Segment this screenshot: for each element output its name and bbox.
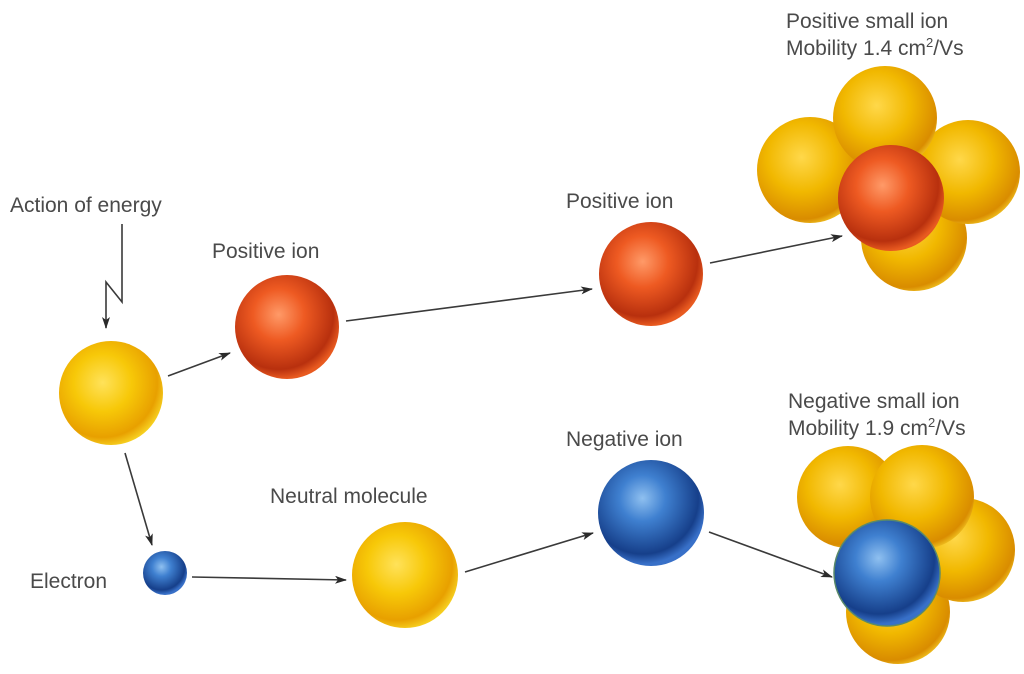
action-of-energy-label: Action of energy [10,194,162,217]
arrow-neutral-to-electron [124,452,153,546]
negative-ion [598,460,704,566]
neutral-molecule-label: Neutral molecule [270,485,428,508]
arrow-negative-ion-to-small-ion [708,531,833,578]
negative-ion-label: Negative ion [566,428,683,451]
cluster-positive-core [838,145,944,251]
neutral-molecule-start [59,341,163,445]
positive-small-ion-label: Positive small ion [786,10,948,33]
cluster-molecule [757,117,863,223]
positive-small-ion-cluster [757,66,1020,291]
positive-mobility-label: Mobility 1.4 cm2/Vs [786,35,964,60]
positive-ion-label-1: Positive ion [212,240,319,263]
arrow-electron-to-neutral [191,575,347,584]
electron [143,551,187,595]
energy-lightning-arrow [102,224,123,329]
positive-ion-1 [235,275,339,379]
negative-small-ion-cluster [797,445,1015,664]
negative-small-ion-label: Negative small ion [788,390,960,413]
cluster-negative-core [833,519,941,627]
positive-ion-2 [599,222,703,326]
neutral-molecule [352,522,458,628]
cluster-molecule [833,66,937,170]
positive-ion-label-2: Positive ion [566,190,673,213]
negative-mobility-label: Mobility 1.9 cm2/Vs [788,415,966,440]
electron-label: Electron [30,570,107,593]
arrow-neutral-to-positive-ion [167,352,231,377]
arrow-positive-ion-to-small-ion [709,234,843,264]
arrow-neutral-to-negative-ion [464,532,594,573]
arrow-positive-ion-to-positive-ion [345,286,593,322]
